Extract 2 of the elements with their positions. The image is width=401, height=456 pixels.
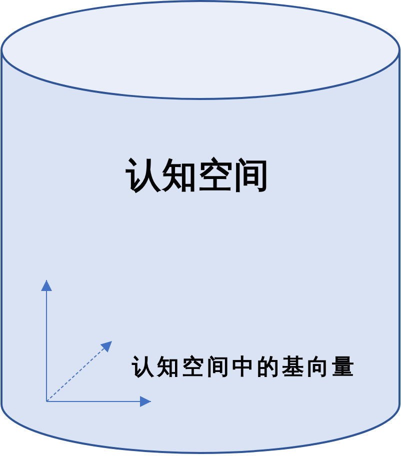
vector-caption: 认知空间中的基向量 [132,355,357,380]
cylinder-title: 认知空间 [126,156,270,196]
